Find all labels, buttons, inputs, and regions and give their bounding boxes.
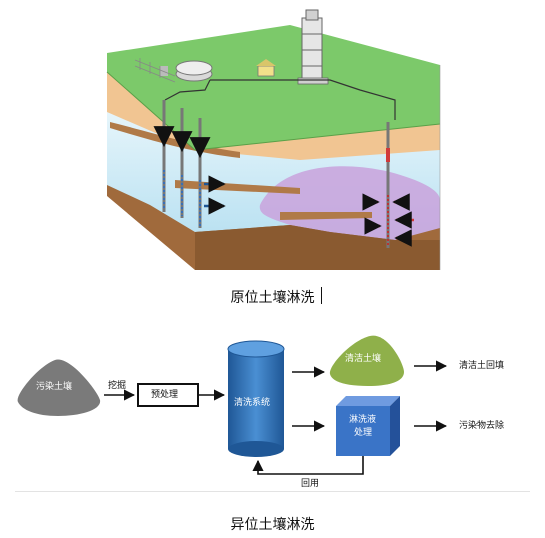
- caption-in-situ: 原位土壤淋洗: [230, 290, 315, 306]
- treatment-tower-icon: [297, 9, 329, 85]
- clean-soil-pile: [329, 335, 404, 386]
- storage-tank-icon: [160, 60, 213, 82]
- caption-ex-situ: 异位土壤淋洗: [230, 517, 315, 533]
- leachate-treatment-cube: [336, 396, 400, 456]
- label-leachate-line1: 淋洗液: [349, 415, 377, 425]
- in-situ-block-diagram: [106, 9, 441, 270]
- label-recycle: 回用: [301, 479, 320, 489]
- label-pretreatment: 预处理: [151, 390, 179, 400]
- extraction-well: [362, 122, 414, 248]
- label-contaminated-soil: 污染土壤: [36, 382, 73, 392]
- label-clean-soil: 清洁土壤: [345, 354, 382, 364]
- contaminated-soil-pile: [17, 359, 101, 416]
- building-icon: [256, 59, 276, 77]
- label-pollutant-removal: 污染物去除: [459, 421, 505, 431]
- label-washing-system: 清洗系统: [234, 398, 271, 408]
- washing-system-tank: [227, 340, 285, 457]
- bedrock-front: [195, 225, 440, 270]
- injection-wells: [153, 100, 226, 228]
- divider: [15, 491, 530, 492]
- label-excavation: 挖掘: [108, 381, 127, 391]
- ex-situ-flow-chart: [17, 335, 448, 475]
- surface-pipe: [210, 79, 396, 120]
- label-clean-soil-backfill: 清洁土回填: [459, 361, 505, 371]
- surface-pipe-left: [164, 79, 211, 101]
- fence-icon: [134, 58, 176, 83]
- grass-surface: [107, 25, 440, 150]
- recycle-loop-arrow: [252, 456, 364, 475]
- text-cursor: [321, 287, 322, 304]
- label-leachate-line2: 处理: [354, 428, 373, 438]
- clay-lens-lower: [280, 212, 372, 220]
